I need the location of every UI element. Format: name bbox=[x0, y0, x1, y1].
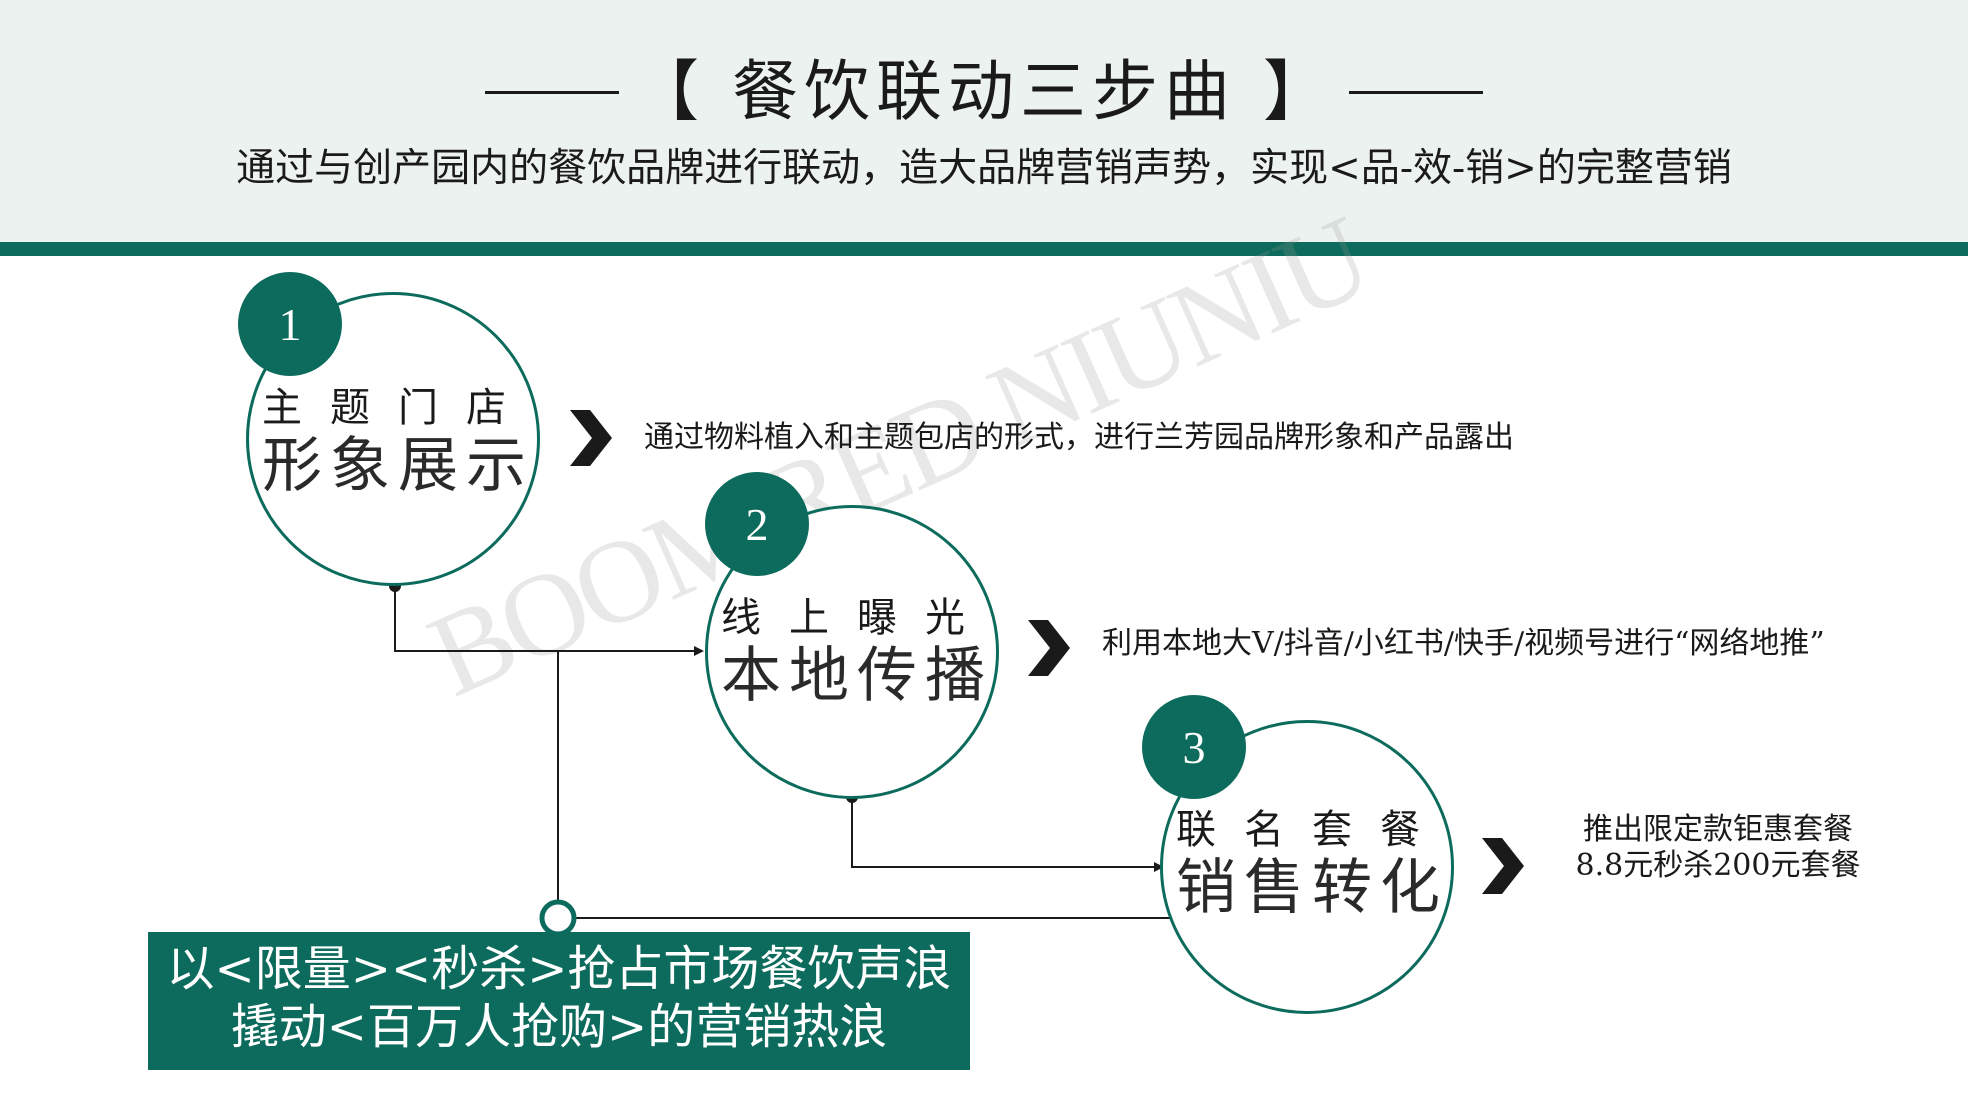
title-row: 【 餐饮联动三步曲 】 bbox=[0, 42, 1968, 142]
connector-step2-to-step3 bbox=[851, 797, 1164, 872]
connector-step1-to-step2 bbox=[394, 585, 704, 656]
title-decor-line-right bbox=[1348, 90, 1483, 94]
step2-description: 利用本地大V/抖音/小红书/快手/视频号进行“网络地推” bbox=[1102, 626, 1825, 661]
step2-number-badge: 2 bbox=[705, 472, 809, 576]
callout-line2: 撬动<百万人抢购>的营销热浪 bbox=[230, 999, 888, 1055]
step1-label-big: 形象展示 bbox=[262, 431, 534, 501]
step3-number-badge: 3 bbox=[1142, 695, 1246, 799]
step3-label-small: 联名套餐 bbox=[1176, 807, 1448, 853]
step2-label-small: 线上曝光 bbox=[721, 595, 993, 641]
chevron-right-icon bbox=[1482, 838, 1524, 894]
step3-description-line2: 8.8元秒杀200元套餐 bbox=[1575, 848, 1861, 883]
page-subtitle: 通过与创产园内的餐饮品牌进行联动，造大品牌营销声势，实现<品-效-销>的完整营销 bbox=[236, 146, 1732, 191]
header-divider bbox=[0, 242, 1968, 256]
title-decor-line-left bbox=[485, 90, 620, 94]
callout-line1: 以<限量><秒杀>抢占市场餐饮声浪 bbox=[166, 941, 952, 997]
callout-node bbox=[539, 899, 577, 937]
callout-box: 以<限量><秒杀>抢占市场餐饮声浪 撬动<百万人抢购>的营销热浪 bbox=[148, 932, 970, 1070]
step3-description-line1: 推出限定款钜惠套餐 bbox=[1583, 812, 1853, 847]
step3-description: 推出限定款钜惠套餐 8.8元秒杀200元套餐 bbox=[1548, 812, 1888, 884]
step1-description: 通过物料植入和主题包店的形式，进行兰芳园品牌形象和产品露出 bbox=[644, 420, 1514, 455]
step2-label-big: 本地传播 bbox=[721, 641, 993, 711]
header bbox=[0, 0, 1968, 242]
page-title: 【 餐饮联动三步曲 】 bbox=[633, 53, 1335, 130]
step1-number-badge: 1 bbox=[238, 272, 342, 376]
chevron-right-icon bbox=[570, 410, 612, 466]
step1-label-small: 主题门店 bbox=[262, 385, 534, 431]
chevron-right-icon bbox=[1028, 620, 1070, 676]
step3-label-big: 销售转化 bbox=[1176, 853, 1448, 923]
